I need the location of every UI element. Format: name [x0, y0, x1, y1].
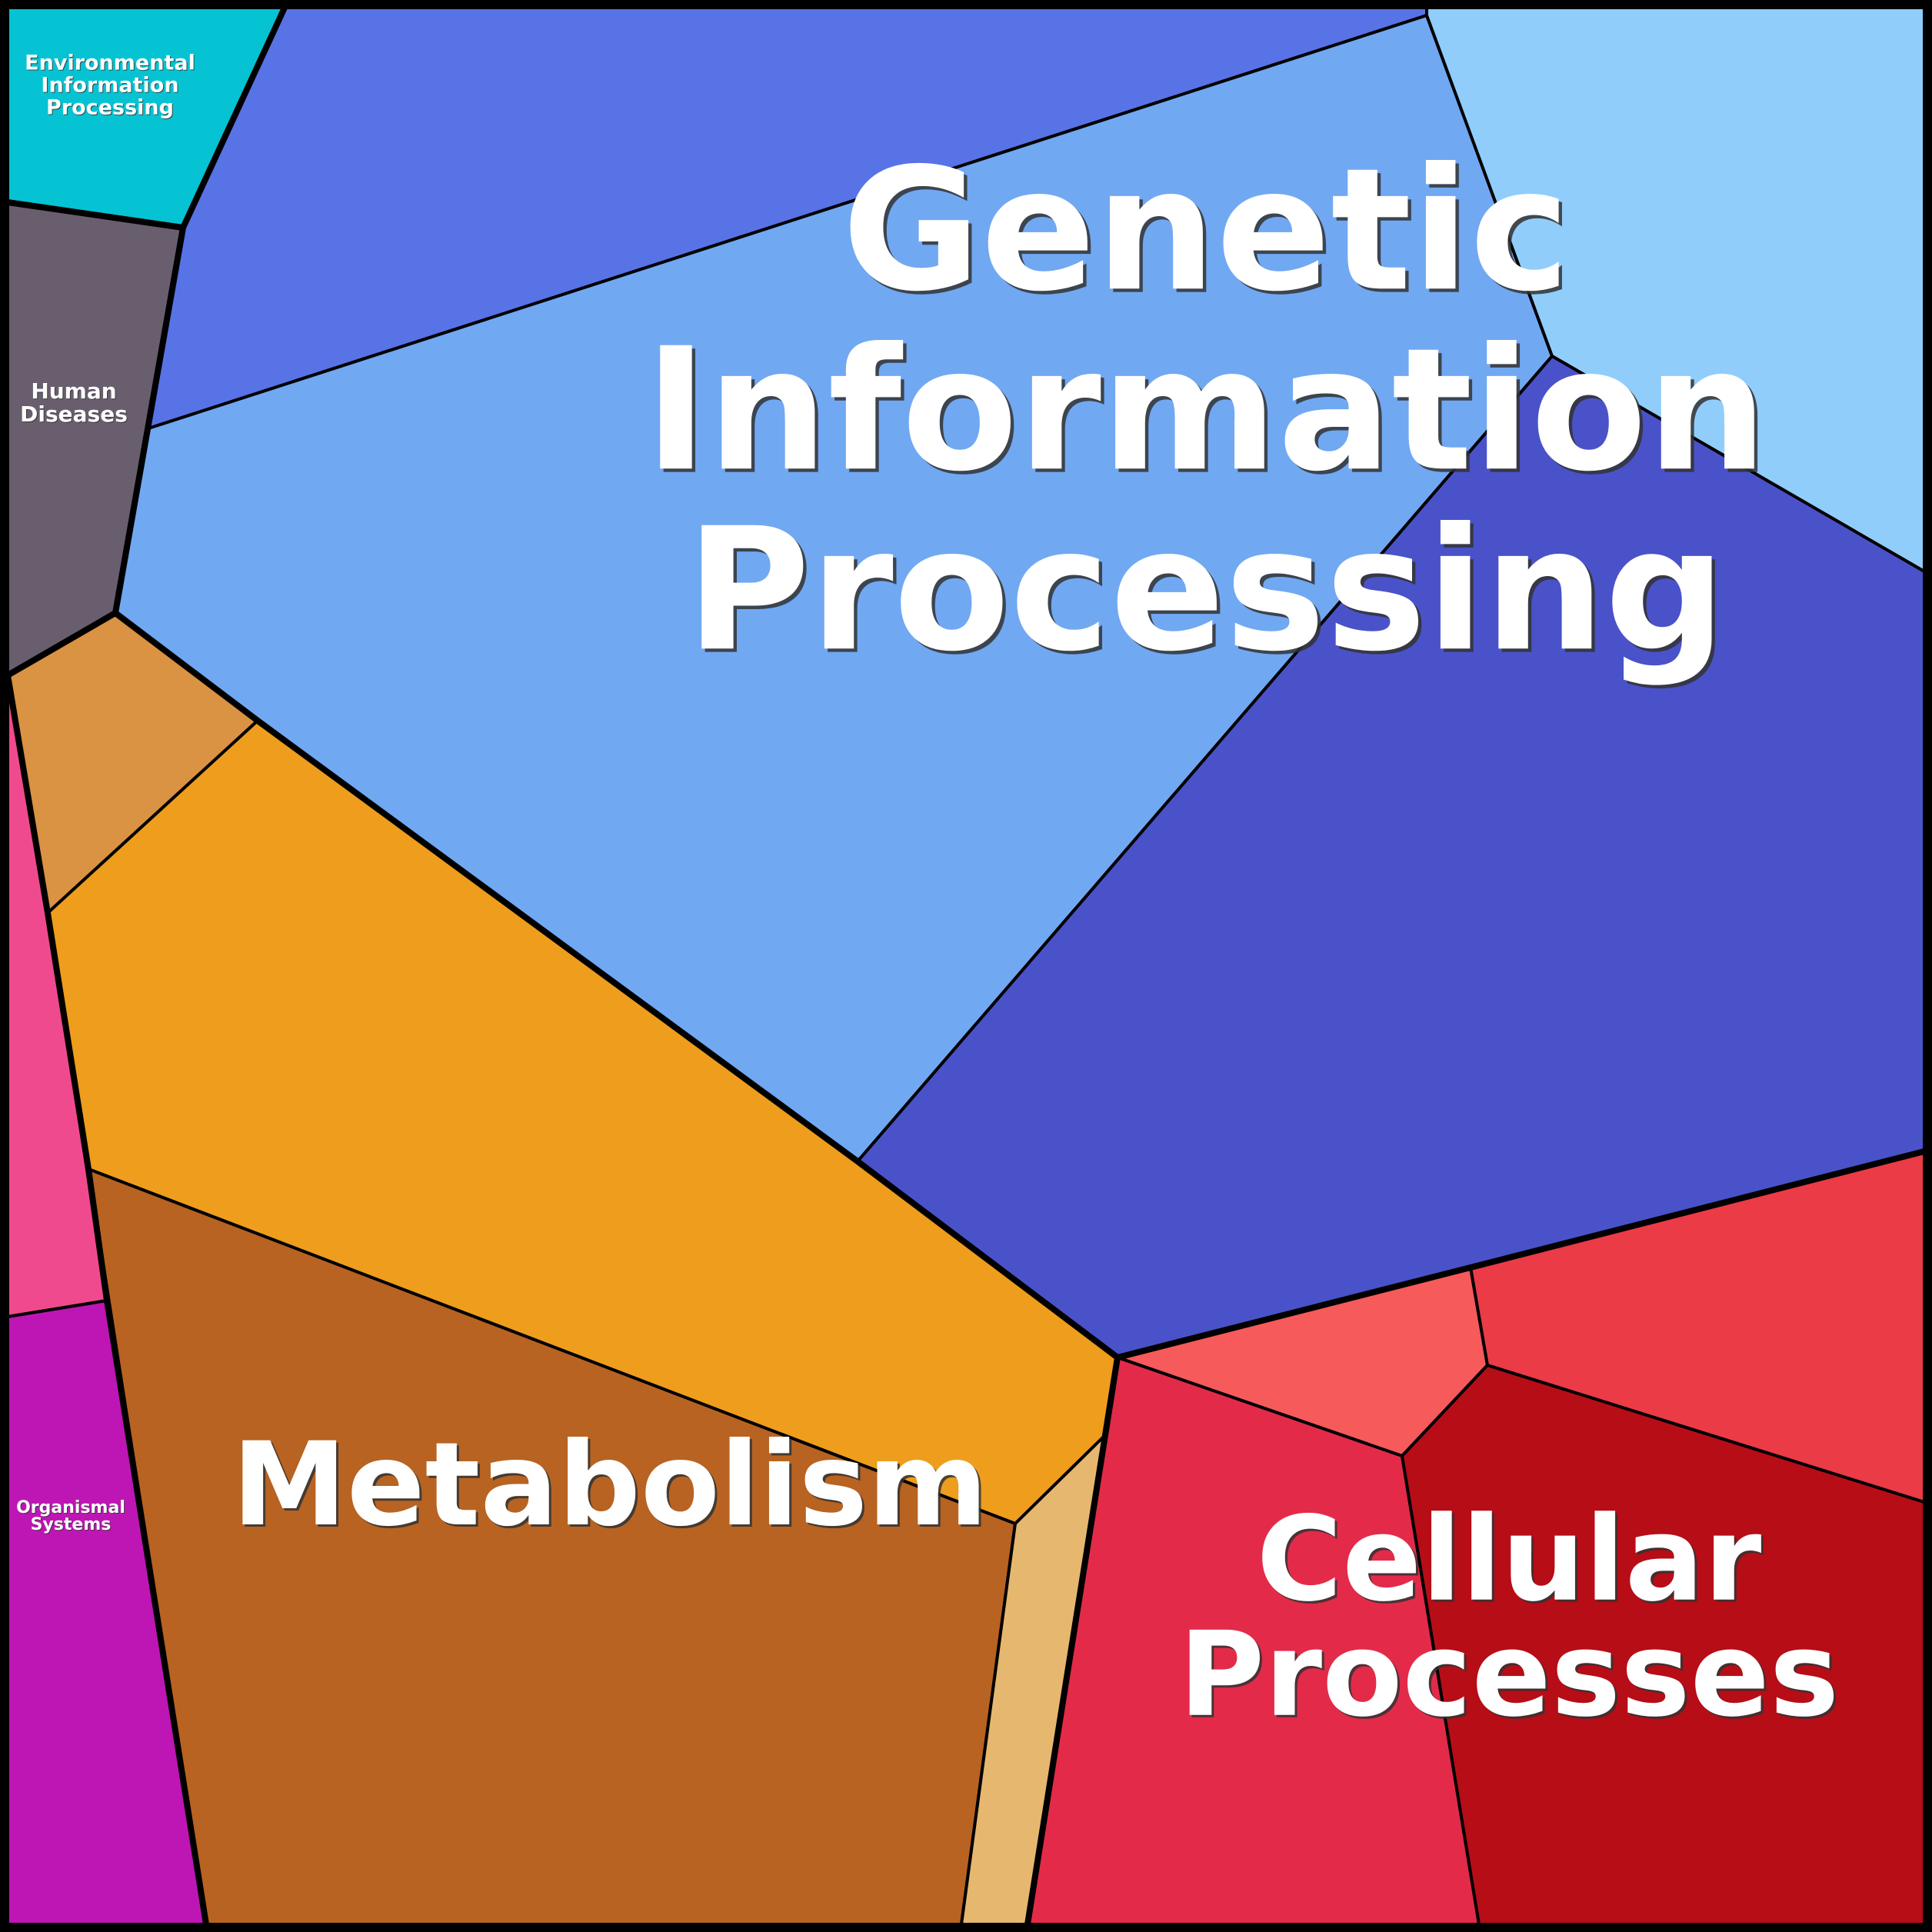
group-label-shadow: Information [42, 75, 179, 98]
group-boundary [1024, 1357, 1121, 1925]
group-label-shadow: Diseases [21, 402, 128, 428]
group-label-cellular-processes: Cellular [1257, 1491, 1762, 1627]
group-label-shadow: Genetic [845, 135, 1574, 332]
group-label-shadow: Information [648, 315, 1770, 512]
group-label-shadow: Environmental [25, 52, 196, 76]
labels-layer: EnvironmentalEnvironmentalInformationInf… [16, 52, 1841, 1745]
group-label-shadow: Systems [32, 1516, 112, 1535]
group-boundary [5, 675, 209, 1925]
group-label-shadow: Processes [1181, 1609, 1842, 1745]
group-label-cellular-processes: Processes [1179, 1607, 1840, 1743]
group-label-organismal-systems: Organismal [16, 1498, 125, 1517]
group-label-shadow: Cellular [1259, 1494, 1764, 1630]
group-boundaries [5, 6, 1925, 1925]
group-boundary [113, 610, 1925, 1361]
group-label-genetic-information-processing: Information [645, 311, 1767, 508]
group-label-genetic-information-processing: Processing [686, 491, 1726, 688]
group-label-metabolism: Metabolism [232, 1418, 988, 1552]
group-label-genetic-information-processing: Genetic [842, 132, 1571, 328]
group-label-environmental-information-processing: Environmental [25, 52, 195, 75]
group-label-human-diseases: Human [31, 378, 116, 404]
group-label-human-diseases: Diseases [20, 401, 128, 427]
group-label-environmental-information-processing: Processing [46, 96, 174, 120]
group-label-environmental-information-processing: Information [41, 74, 178, 98]
group-label-organismal-systems: Systems [31, 1515, 112, 1534]
group-label-shadow: Processing [689, 495, 1729, 692]
group-label-shadow: Organismal [17, 1499, 126, 1518]
group-label-shadow: Human [32, 379, 117, 405]
group-label-shadow: Processing [47, 97, 175, 121]
group-label-shadow: Metabolism [235, 1421, 991, 1554]
